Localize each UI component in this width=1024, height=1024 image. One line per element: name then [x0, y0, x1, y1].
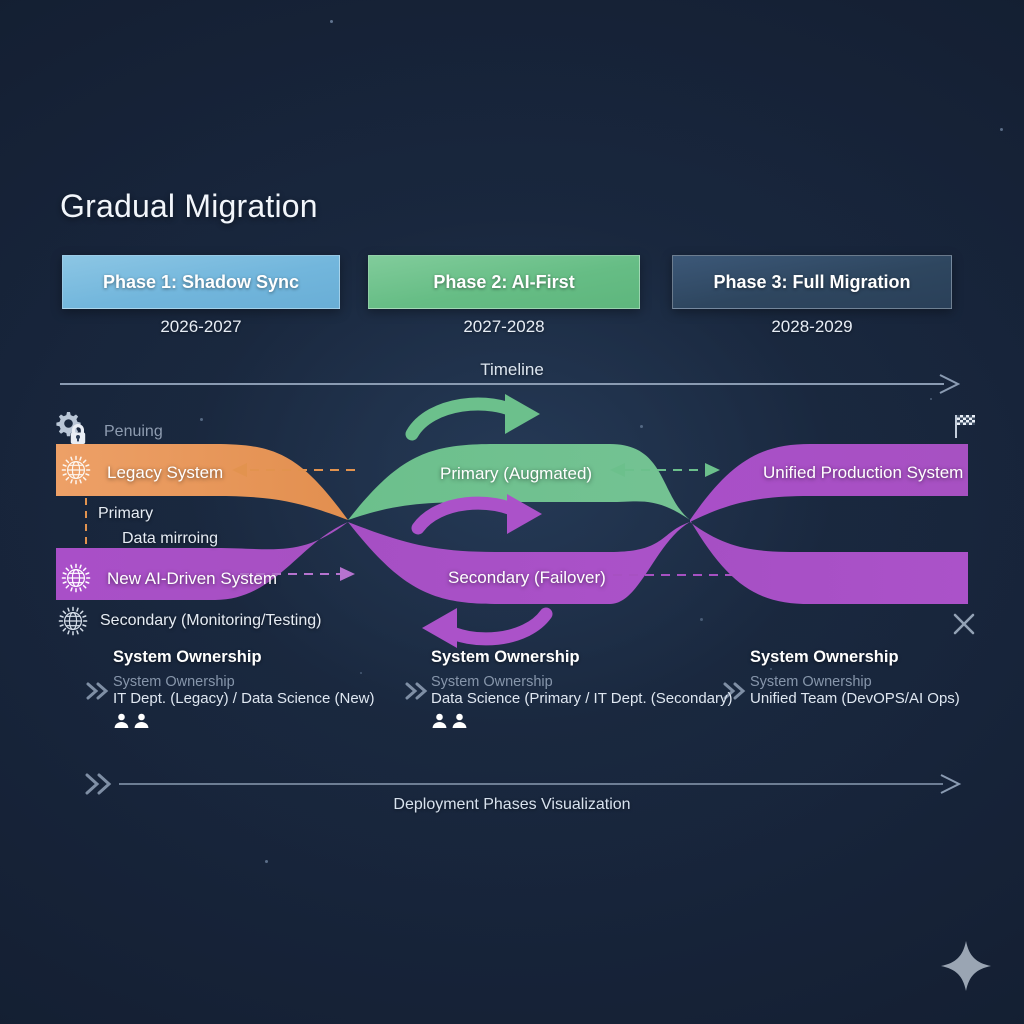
- sub-label-data-mirroring: Data mirroing: [122, 530, 219, 547]
- ribbon-label-secondary-failover: Secondary (Failover): [448, 568, 606, 587]
- globe-network-icon-new-ai: [61, 563, 91, 593]
- people-icon-1: [113, 712, 443, 729]
- ownership-block-2: System Ownership System Ownership Data S…: [431, 648, 761, 729]
- sub-label-secondary-monitoring: Secondary (Monitoring/Testing): [100, 612, 322, 629]
- double-chevron-right-icon-2: [405, 682, 428, 700]
- people-icon-2: [431, 712, 761, 729]
- ownership-title-1: System Ownership: [113, 648, 262, 666]
- ownership-subtitle-3: System Ownership: [750, 674, 872, 690]
- globe-network-icon-legacy: [61, 455, 91, 485]
- ownership-subtitle-2: System Ownership: [431, 674, 553, 690]
- globe-network-icon-secondary: [58, 606, 88, 636]
- ownership-title-3: System Ownership: [750, 648, 899, 666]
- timeline-axis: [60, 374, 960, 394]
- ribbon-label-new-ai: New AI-Driven System: [107, 569, 278, 588]
- ribbon-label-unified: Unified Production System: [763, 463, 964, 482]
- bottom-caption: Deployment Phases Visualization: [393, 796, 631, 813]
- phase-bar-2[interactable]: Phase 2: AI-First: [368, 255, 640, 309]
- phase-bar-3[interactable]: Phase 3: Full Migration: [672, 255, 952, 309]
- double-chevron-right-icon-3: [723, 682, 746, 700]
- ownership-value-2: Data Science (Primary / IT Dept. (Second…: [431, 690, 733, 707]
- status-pending-label: Penuing: [104, 423, 163, 440]
- ownership-block-1: System Ownership System Ownership IT Dep…: [113, 648, 443, 729]
- sub-label-primary: Primary: [98, 505, 154, 522]
- ownership-title-2: System Ownership: [431, 648, 580, 666]
- double-chevron-right-icon-1: [86, 682, 109, 700]
- ribbon-label-legacy: Legacy System: [107, 463, 224, 482]
- phase-bar-1-label: Phase 1: Shadow Sync: [102, 271, 300, 292]
- deployment-axis: [85, 773, 962, 795]
- phase-date-3: 2028-2029: [771, 317, 853, 336]
- ownership-subtitle-1: System Ownership: [113, 674, 235, 690]
- gear-lock-icon: [56, 412, 86, 444]
- phase-bar-2-label: Phase 2: AI-First: [433, 271, 575, 292]
- checkered-flag-icon: [955, 415, 975, 438]
- phase-bar-1[interactable]: Phase 1: Shadow Sync: [62, 255, 340, 309]
- ownership-value-3: Unified Team (DevOPS/AI Ops): [750, 690, 960, 707]
- ownership-block-3: System Ownership System Ownership Unifie…: [750, 648, 1024, 712]
- timeline-label: Timeline: [480, 360, 544, 379]
- page-title: Gradual Migration: [60, 188, 318, 224]
- x-icon[interactable]: [950, 610, 978, 638]
- ownership-value-1: IT Dept. (Legacy) / Data Science (New): [113, 690, 375, 707]
- ribbon-label-primary-augmented: Primary (Augmated): [440, 464, 593, 483]
- sparkle-icon: [941, 941, 991, 991]
- migration-ribbons: [56, 394, 968, 648]
- phase-date-2: 2027-2028: [463, 317, 545, 336]
- phase-bar-3-label: Phase 3: Full Migration: [713, 271, 911, 292]
- phase-date-1: 2026-2027: [160, 317, 242, 336]
